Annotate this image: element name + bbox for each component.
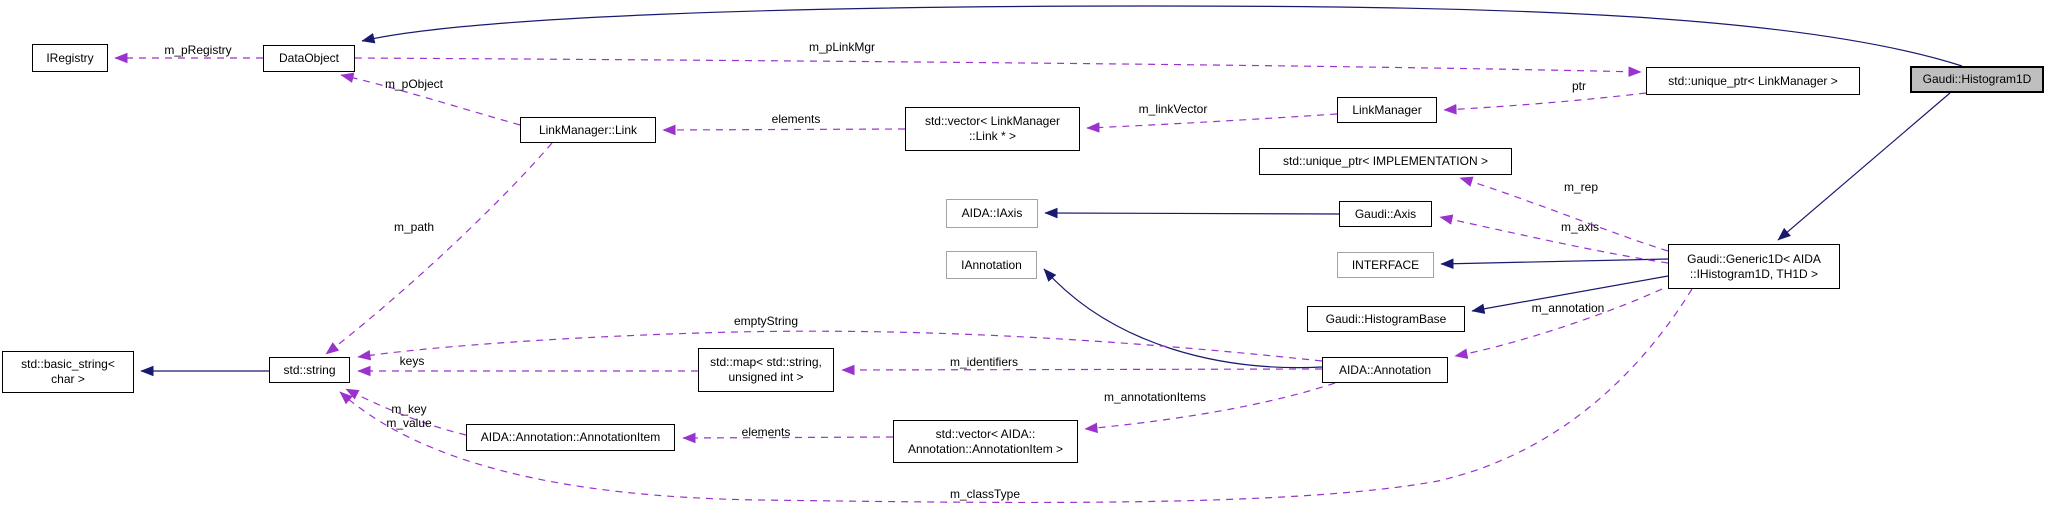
node-label: std::string <box>283 362 336 377</box>
edge-usage-m-linkvector <box>1086 113 1338 133</box>
node-unique-ptr-implementation[interactable]: std::unique_ptr< IMPLEMENTATION > <box>1259 148 1512 175</box>
node-label: IRegistry <box>46 50 94 65</box>
edge-inherit-histogram1d-generic1d <box>1777 92 1951 241</box>
edge-usage-m-key-m-value <box>345 388 467 436</box>
node-label: AIDA::Annotation::AnnotationItem <box>480 430 661 444</box>
node-interface: INTERFACE <box>1337 252 1434 278</box>
node-label: std::vector< LinkManager ::Link * > <box>924 114 1061 143</box>
edge-inherit-axis-iaxis <box>1044 207 1340 219</box>
edge-inherit-annotation-iannotation <box>1043 268 1323 369</box>
node-vector-annotationitem[interactable]: std::vector< AIDA:: Annotation::Annotati… <box>893 420 1078 463</box>
node-label: std::map< std::string, unsigned int > <box>710 355 822 384</box>
edge-label-m-classtype: m_classType <box>949 487 1021 501</box>
edge-usage-m-identifiers <box>841 364 1323 376</box>
edge-inherit-generic1d-interface <box>1440 258 1669 270</box>
edge-label-m-plinkmgr: m_pLinkMgr <box>808 40 876 54</box>
edge-label-m-pregistry: m_pRegistry <box>164 43 232 57</box>
edge-usage-m-annotationitems <box>1084 382 1336 434</box>
edge-inherit-generic1d-histogrambase <box>1471 275 1669 314</box>
node-gaudi-generic1d[interactable]: Gaudi::Generic1D< AIDA ::IHistogram1D, T… <box>1668 244 1840 289</box>
edge-usage-m-pobject <box>340 72 521 126</box>
node-label: Gaudi::Axis <box>1354 206 1417 221</box>
edge-label-m-pobject: m_pObject <box>384 77 444 91</box>
edge-usage-m-annotation <box>1454 288 1663 359</box>
edge-usage-ptr <box>1443 92 1647 115</box>
node-std-string[interactable]: std::string <box>269 357 350 383</box>
edge-usage-elements-links <box>662 124 906 136</box>
node-label: std::vector< AIDA:: Annotation::Annotati… <box>907 426 1064 456</box>
node-label: INTERFACE <box>1351 257 1420 272</box>
edge-usage-m-classtype <box>339 288 1693 504</box>
node-aida-annotationitem[interactable]: AIDA::Annotation::AnnotationItem <box>466 424 675 451</box>
edge-usage-m-path <box>325 142 553 355</box>
node-label: LinkManager <box>1352 102 1422 117</box>
edge-label-ptr: ptr <box>1571 79 1587 93</box>
node-linkmanager[interactable]: LinkManager <box>1337 97 1437 123</box>
edge-usage-m-rep <box>1459 176 1669 252</box>
edge-usage-emptystring <box>357 330 1323 362</box>
node-label: std::unique_ptr< LinkManager > <box>1668 73 1838 88</box>
node-label: std::basic_string< char > <box>21 357 115 386</box>
node-gaudi-histogram1d: Gaudi::Histogram1D <box>1910 66 2044 93</box>
edge-inherit-histogram1d-dataobject <box>361 5 1963 67</box>
node-label: AIDA::IAxis <box>961 206 1023 220</box>
node-iregistry[interactable]: IRegistry <box>32 44 108 72</box>
node-label: std::unique_ptr< IMPLEMENTATION > <box>1283 154 1488 168</box>
node-label: Gaudi::Histogram1D <box>1922 72 2032 86</box>
node-std-basic-string[interactable]: std::basic_string< char > <box>2 351 134 393</box>
node-dataobject[interactable]: DataObject <box>263 45 355 72</box>
edge-usage-m-plinkmgr <box>354 57 1642 77</box>
edge-label-m-key-m-value: m_key m_value <box>386 402 432 430</box>
edge-label-m-linkvector: m_linkVector <box>1138 102 1208 116</box>
node-linkmanager-link[interactable]: LinkManager::Link <box>520 117 656 143</box>
edge-label-elements-items: elements <box>741 425 791 439</box>
edge-label-m-rep: m_rep <box>1563 180 1599 194</box>
node-label: IAnnotation <box>961 257 1022 272</box>
node-aida-annotation[interactable]: AIDA::Annotation <box>1322 357 1448 383</box>
node-iannotation: IAnnotation <box>946 251 1037 279</box>
node-unique-ptr-linkmanager[interactable]: std::unique_ptr< LinkManager > <box>1646 67 1860 95</box>
node-label: Gaudi::Generic1D< AIDA ::IHistogram1D, T… <box>1687 251 1821 281</box>
node-label: LinkManager::Link <box>538 122 638 137</box>
edge-label-emptystring: emptyString <box>733 314 799 328</box>
edge-label-elements-links: elements <box>771 112 821 126</box>
edge-label-m-annotationitems: m_annotationItems <box>1103 390 1207 404</box>
edge-label-m-path: m_path <box>393 220 435 234</box>
edge-label-m-axis: m_axis <box>1560 220 1600 234</box>
node-gaudi-axis[interactable]: Gaudi::Axis <box>1339 201 1432 227</box>
edge-usage-elements-items <box>682 432 894 444</box>
node-aida-iaxis: AIDA::IAxis <box>946 199 1038 228</box>
node-label: AIDA::Annotation <box>1338 362 1432 377</box>
node-vector-linkmanager-link[interactable]: std::vector< LinkManager ::Link * > <box>905 107 1080 151</box>
node-label: DataObject <box>278 51 340 65</box>
edge-label-m-identifiers: m_identifiers <box>949 355 1019 369</box>
node-std-map[interactable]: std::map< std::string, unsigned int > <box>698 348 834 392</box>
edge-usage-m-axis <box>1439 214 1669 264</box>
node-gaudi-histogrambase[interactable]: Gaudi::HistogramBase <box>1307 306 1465 332</box>
node-label: Gaudi::HistogramBase <box>1325 311 1447 326</box>
edge-label-keys: keys <box>399 354 425 368</box>
edge-label-m-annotation: m_annotation <box>1531 301 1605 315</box>
